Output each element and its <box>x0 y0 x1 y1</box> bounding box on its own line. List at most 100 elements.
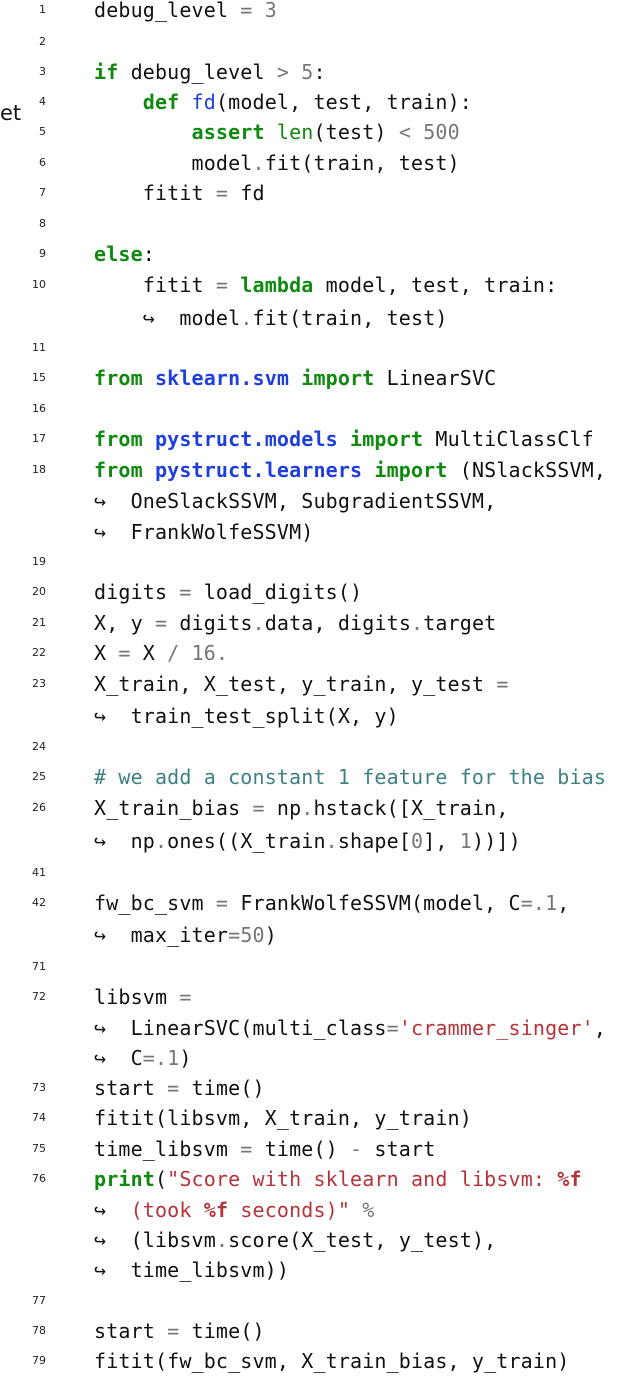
code-token: train_test_split(X, y) <box>106 704 399 728</box>
code-token: digits <box>167 611 253 635</box>
code-token: (model, test, train): <box>215 90 472 114</box>
code-token: . <box>252 151 265 175</box>
code-line: 79 fitit(fw_bc_svm, X_train_bias, y_train… <box>0 1346 624 1376</box>
line-number: 5 <box>39 125 46 138</box>
code-token: start <box>94 1319 168 1343</box>
code-token <box>179 641 191 665</box>
line-continuation-arrow: ↪ <box>94 489 107 513</box>
code-text: time_libsvm = time() - start <box>94 1134 435 1164</box>
code-token: LinearSVC(multi_class <box>106 1016 387 1040</box>
code-text: ↪ max_iter=50) <box>94 920 277 950</box>
code-token: shape[ <box>337 829 412 853</box>
code-token: model, test, train: <box>313 273 558 297</box>
code-token: fw_bc_svm <box>94 891 216 915</box>
code-token: assert <box>191 120 265 144</box>
code-text: ↪ FrankWolfeSSVM) <box>94 517 313 547</box>
line-continuation-arrow: ↪ <box>94 829 107 853</box>
code-token: = <box>179 580 192 604</box>
code-token <box>362 458 374 482</box>
code-token: 16. <box>191 641 229 665</box>
line-number: 20 <box>32 585 46 598</box>
code-token: model <box>94 151 253 175</box>
code-token: from <box>94 458 143 482</box>
code-token: =50 <box>228 923 265 947</box>
code-line: 71 <box>0 952 624 982</box>
code-token: LinearSVC <box>374 366 497 390</box>
code-text: X = X / 16. <box>94 638 228 668</box>
code-token: lambda <box>240 273 314 297</box>
code-token: fit(train, test) <box>264 151 460 175</box>
line-number: 79 <box>32 1354 46 1367</box>
code-token: . <box>301 796 314 820</box>
line-number: 72 <box>32 990 46 1003</box>
code-text: ↪ time_libsvm)) <box>94 1255 289 1285</box>
line-number: 74 <box>32 1111 46 1124</box>
code-token: (libsvm <box>106 1228 216 1252</box>
code-token: ( <box>154 1167 168 1191</box>
code-text: # we add a constant 1 feature for the bi… <box>94 762 606 792</box>
line-number: 76 <box>32 1172 46 1185</box>
code-text: fitit(fw_bc_svm, X_train_bias, y_train) <box>94 1346 569 1376</box>
code-token: ], <box>423 829 460 853</box>
line-number: 19 <box>32 555 46 568</box>
code-token: fit(train, test) <box>252 306 448 330</box>
code-token: = <box>215 181 229 205</box>
code-token: target <box>423 611 497 635</box>
code-text: debug_level = 3 <box>94 0 277 25</box>
code-token: X_train_bias <box>94 796 253 820</box>
code-token: 5 <box>301 60 314 84</box>
code-text: print("Score with sklearn and libsvm: %f <box>94 1164 582 1194</box>
code-line: 5 assert len(test) < 500 <box>0 117 624 147</box>
line-number: 23 <box>32 677 46 690</box>
code-text: ↪ np.ones((X_train.shape[0], 1))]) <box>94 826 521 856</box>
code-token <box>350 1198 362 1222</box>
line-number: 22 <box>32 646 46 659</box>
line-number: 73 <box>32 1081 46 1094</box>
code-token: . <box>215 1228 229 1252</box>
code-token: X <box>94 641 119 665</box>
code-token: - <box>350 1137 363 1161</box>
code-line: 24 <box>0 732 624 762</box>
code-line: 6 model.fit(train, test) <box>0 148 624 178</box>
code-token: fd <box>228 181 265 205</box>
code-token: . <box>325 829 338 853</box>
code-line: 41 <box>0 858 624 888</box>
code-token: data, digits <box>264 611 412 635</box>
code-token: = <box>167 1319 180 1343</box>
code-token: start <box>362 1137 436 1161</box>
code-token: % <box>362 1198 375 1222</box>
code-line: ↪ time_libsvm)) <box>0 1255 624 1285</box>
line-number: 24 <box>32 740 46 753</box>
code-text: ↪ model.fit(train, test) <box>94 303 448 333</box>
code-token: = <box>496 672 509 696</box>
code-text: libsvm = <box>94 982 192 1012</box>
code-line: 22 X = X / 16. <box>0 638 624 668</box>
code-line: ↪ C=.1) <box>0 1043 624 1073</box>
code-token: 500 <box>423 120 460 144</box>
line-number: 1 <box>39 3 46 16</box>
code-text: from pystruct.models import MultiClassCl… <box>94 424 594 454</box>
code-line: 11 <box>0 333 624 363</box>
code-text: ↪ LinearSVC(multi_class='crammer_singer'… <box>94 1013 606 1043</box>
code-token: = <box>252 796 265 820</box>
code-text: ↪ (libsvm.score(X_test, y_test), <box>94 1225 496 1255</box>
line-continuation-arrow: ↪ <box>94 520 107 544</box>
code-token: ) <box>264 923 277 947</box>
code-line: 4 def fd(model, test, train): <box>0 87 624 117</box>
code-token: model <box>154 306 241 330</box>
code-text: model.fit(train, test) <box>94 148 460 178</box>
code-token <box>143 366 155 390</box>
line-number: 26 <box>32 801 46 814</box>
code-token: libsvm <box>94 985 180 1009</box>
code-token: max_iter <box>106 923 229 947</box>
code-line: ↪ np.ones((X_train.shape[0], 1))]) <box>0 826 624 856</box>
line-number: 8 <box>39 217 46 230</box>
code-token: . <box>411 611 424 635</box>
code-text: ↪ (took %f seconds)" % <box>94 1195 374 1225</box>
code-token: = <box>154 611 168 635</box>
code-token <box>106 1198 130 1222</box>
